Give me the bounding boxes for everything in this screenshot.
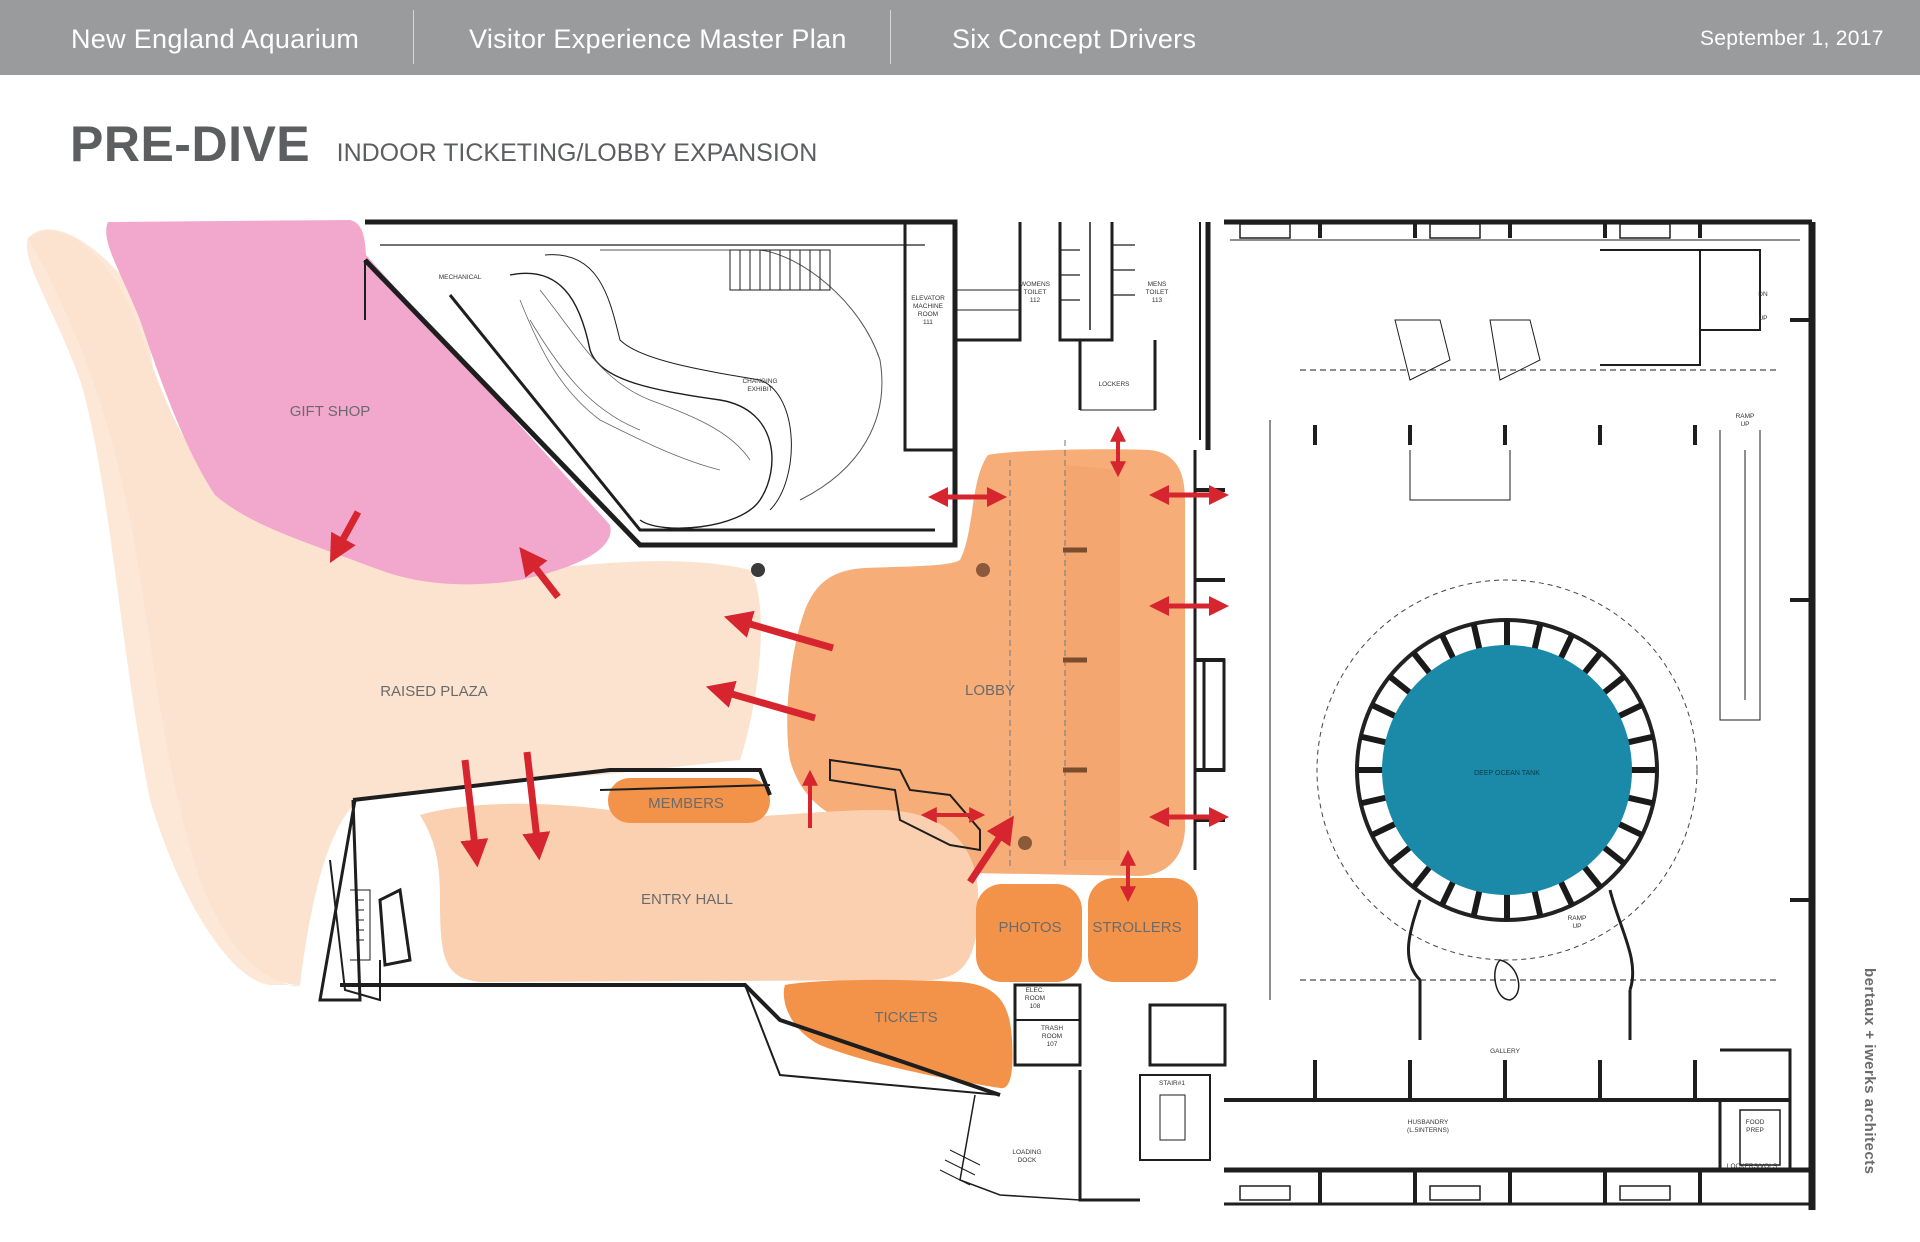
tank-fin (1439, 633, 1457, 662)
room-label: ELEC. (1026, 987, 1045, 994)
tank-fin (1439, 878, 1457, 907)
room-label: FOOD (1746, 1119, 1765, 1126)
tank-fin (1411, 650, 1434, 677)
strollers-label: STROLLERS (1092, 919, 1181, 936)
room-label: LOCKERS (1098, 381, 1130, 388)
tank-label: DEEP OCEAN TANK (1474, 770, 1540, 777)
room-label: HUSBANDRY (1408, 1119, 1449, 1126)
room-label: TOILET (1024, 289, 1047, 296)
room-label: MENS (1148, 281, 1167, 288)
room-label: LOADING (1012, 1149, 1041, 1156)
room-label: ROOM (1025, 995, 1045, 1002)
header-bar: New England Aquarium Visitor Experience … (0, 0, 1920, 75)
tank-fin (1580, 650, 1603, 677)
gift-shop-zone (106, 220, 611, 585)
room-label: 107 (1047, 1041, 1058, 1048)
project-name: Visitor Experience Master Plan (469, 24, 847, 54)
tank-fin (1470, 623, 1483, 652)
arrow-giftshop-in (519, 547, 561, 600)
room-label: STAIR#1 (1159, 1080, 1185, 1087)
room-label: (L.5INTERNS) (1407, 1127, 1449, 1134)
room-label: 108 (1030, 1003, 1041, 1010)
room-label: EXHIBIT (747, 386, 772, 393)
header-divider (413, 10, 414, 64)
tank-fin (1370, 702, 1399, 720)
room-label: CHANGING (742, 378, 777, 385)
tank-fin (1625, 733, 1654, 746)
raised-plaza-zone (28, 231, 761, 985)
walls (318, 219, 1816, 1210)
tank-fin (1387, 674, 1414, 697)
photos-label: PHOTOS (998, 919, 1061, 936)
page-heading: PRE-DIVE INDOOR TICKETING/LOBBY EXPANSIO… (70, 115, 817, 175)
tank-fin (1625, 794, 1654, 807)
strollers-zone (1088, 878, 1198, 982)
tank-fin (1580, 863, 1603, 890)
tank-fin (1531, 888, 1544, 917)
flow-arrows (329, 425, 1229, 903)
room-label: RAMP (1736, 413, 1755, 420)
section-name: Six Concept Drivers (952, 24, 1197, 54)
arrow-lobby-plaza-2 (705, 680, 816, 722)
room-labels: MECHANICAL CHANGING EXHIBIT ELEVATOR MAC… (439, 274, 1778, 1170)
room-label: GALLERY (1490, 1048, 1521, 1055)
arrow-entry-lobby (967, 815, 1014, 884)
arrow-plaza-entry-2 (522, 751, 551, 861)
tank-fin (1615, 702, 1644, 720)
room-label: TOILET (1146, 289, 1169, 296)
room-label: MACHINE (913, 303, 944, 310)
columns (751, 563, 1032, 850)
arrow-lobby-plaza-1 (723, 610, 834, 652)
tank-fin (1360, 733, 1389, 746)
tank-fin (1370, 820, 1399, 838)
entry-hall-label: ENTRY HALL (641, 891, 733, 908)
tank-fin (1600, 674, 1627, 697)
tank-fin (1615, 820, 1644, 838)
architect-credit: bertaux + iwerks architects (1861, 968, 1878, 1175)
room-label: DN (1758, 291, 1768, 298)
room-label: ELEVATOR (911, 295, 945, 302)
room-label: LOCKERS/VOLS (1727, 1163, 1778, 1170)
room-label: TRASH (1041, 1025, 1063, 1032)
gift-shop-label: GIFT SHOP (290, 403, 371, 420)
page-title: PRE-DIVE (70, 116, 311, 172)
tank-fin (1411, 863, 1434, 890)
room-label: RAMP (1568, 915, 1587, 922)
room-label: WOMENS (1020, 281, 1051, 288)
lobby-zone-overlay (1065, 465, 1120, 860)
tank-fin (1557, 878, 1575, 907)
room-label: MECHANICAL (439, 274, 482, 281)
room-label: UP (1758, 315, 1767, 322)
photos-zone (976, 884, 1082, 982)
raised-plaza-label: RAISED PLAZA (380, 683, 488, 700)
room-label: ROOM (1042, 1033, 1062, 1040)
tickets-zone (783, 979, 1013, 1089)
arrow-plaza-entry-1 (460, 759, 489, 868)
tank-fin (1360, 794, 1389, 807)
room-label: 111 (923, 319, 933, 326)
tank-fin (1470, 888, 1483, 917)
members-label: MEMBERS (648, 795, 724, 812)
room-label: 112 (1030, 297, 1041, 304)
entry-hall-zone (420, 803, 979, 982)
room-label: PREP (1746, 1127, 1764, 1134)
page-subtitle: INDOOR TICKETING/LOBBY EXPANSION (336, 139, 818, 167)
room-label: 113 (1152, 297, 1163, 304)
tickets-label: TICKETS (874, 1009, 937, 1026)
room-label: DOCK (1018, 1157, 1037, 1164)
arrow-giftshop-out (329, 510, 362, 564)
header-divider (890, 10, 891, 64)
room-label: UP (1572, 923, 1581, 930)
date: September 1, 2017 (1700, 27, 1884, 50)
tank-fin (1557, 633, 1575, 662)
room-label: ROOM (918, 311, 938, 318)
org-name: New England Aquarium (71, 24, 360, 54)
tank-fin (1600, 843, 1627, 866)
tank-fin (1387, 843, 1414, 866)
room-label: UP (1740, 421, 1749, 428)
deep-ocean-tank: DEEP OCEAN TANK (1316, 579, 1698, 961)
lobby-label: LOBBY (965, 682, 1015, 699)
tank-fin (1531, 623, 1544, 652)
